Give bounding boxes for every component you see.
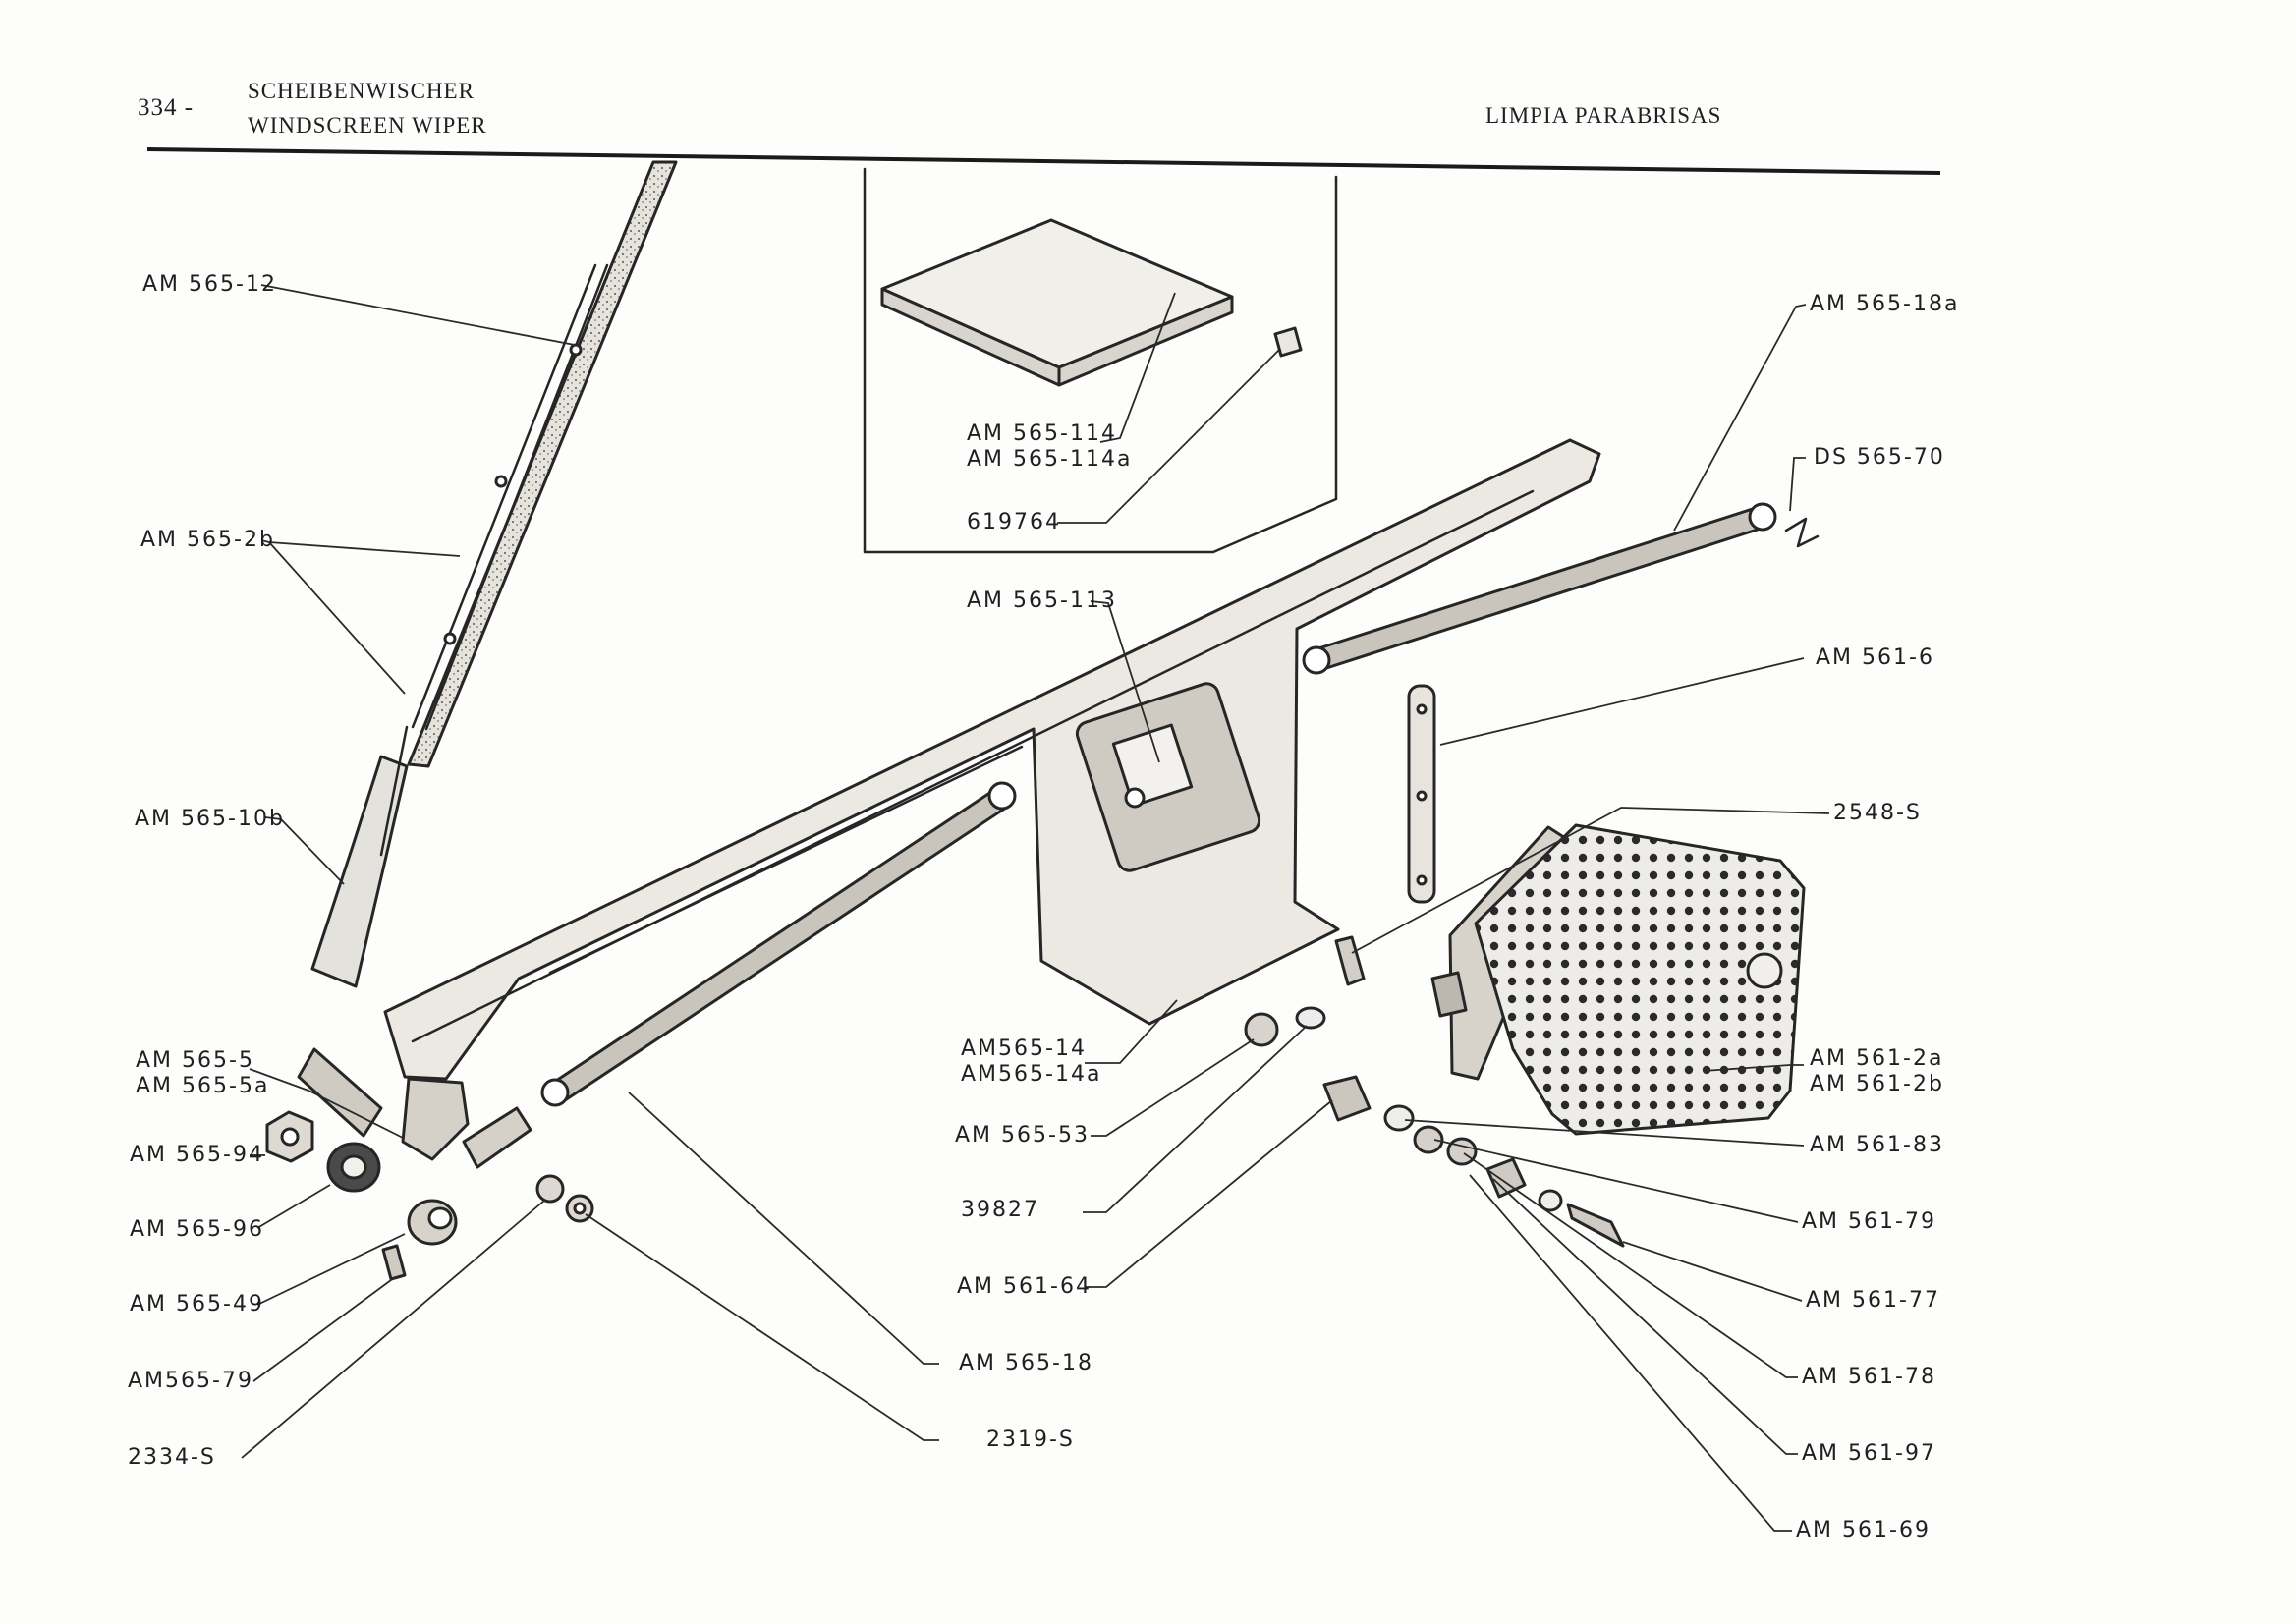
motor-strap [1407, 684, 1436, 904]
callout-am561-64: AM 561-64 [957, 1274, 1092, 1299]
bolt-am561-77 [1566, 1203, 1625, 1248]
title-german: SCHEIBENWISCHER [248, 79, 475, 103]
callout-am565-114a: AM 565-114a [967, 447, 1133, 472]
page-number: 334 - [138, 94, 195, 121]
callout-am561-69: AM 561-69 [1796, 1518, 1931, 1542]
link-rod-upper [1302, 502, 1777, 675]
callout-am565-114: AM 565-114 [967, 421, 1117, 446]
link-rod-lower [540, 781, 1017, 1107]
callout-am565-49: AM 565-49 [130, 1292, 264, 1316]
header-rule [146, 147, 1941, 175]
bush-am561-78 [1446, 1137, 1478, 1166]
washer-am561-69 [1538, 1189, 1563, 1212]
callout-am565-113: AM 565-113 [967, 588, 1117, 613]
callout-am565-5: AM 565-5 [136, 1048, 254, 1073]
screw-am565-79 [381, 1244, 407, 1281]
callout-ds565-70: DS 565-70 [1814, 445, 1945, 470]
grommet-am561-64 [1322, 1075, 1372, 1122]
spring-clip [1784, 517, 1820, 548]
callout-am565-5a: AM 565-5a [136, 1074, 270, 1098]
callout-39827: 39827 [961, 1198, 1039, 1222]
callout-am561-83: AM 561-83 [1810, 1133, 1944, 1157]
wiper-blade [407, 160, 678, 768]
bush-am561-79 [1413, 1125, 1444, 1154]
callout-am565-18: AM 565-18 [959, 1351, 1093, 1375]
title-spanish: LIMPIA PARABRISAS [1485, 103, 1722, 128]
callout-am565-53: AM 565-53 [955, 1123, 1090, 1148]
callout-am565-94: AM 565-94 [130, 1143, 264, 1167]
callout-am561-77: AM 561-77 [1806, 1288, 1940, 1313]
callout-am565-12: AM 565-12 [142, 272, 277, 297]
bolt-2548s [1334, 935, 1366, 986]
callout-am561-78: AM 561-78 [1802, 1365, 1936, 1389]
wiper-arm [310, 725, 409, 988]
callout-am565-14a: AM565-14a [961, 1062, 1102, 1087]
wiper-motor [1430, 823, 1806, 1136]
callout-am565-14: AM565-14 [961, 1036, 1087, 1061]
inset-box [863, 167, 1338, 554]
nut-2334s [535, 1174, 565, 1204]
callout-am565-79: AM565-79 [128, 1369, 253, 1393]
callout-2548-s: 2548-S [1833, 801, 1922, 825]
callout-am565-10b: AM 565-10b [135, 807, 285, 831]
washer-am561-83 [1383, 1104, 1415, 1132]
callout-am561-97: AM 561-97 [1802, 1441, 1936, 1466]
callout-am565-2b: AM 565-2b [140, 528, 275, 552]
sleeve-am561-97 [1485, 1157, 1527, 1199]
callout-619764: 619764 [967, 510, 1061, 534]
washer-39827 [1295, 1006, 1326, 1030]
callout-am565-18a: AM 565-18a [1810, 292, 1960, 316]
callout-am565-96: AM 565-96 [130, 1217, 264, 1242]
heat-shield-plate [880, 218, 1234, 387]
callout-am561-2a: AM 561-2a [1810, 1046, 1944, 1071]
callout-2319-s: 2319-S [986, 1428, 1075, 1452]
callout-am561-2b: AM 561-2b [1810, 1072, 1944, 1096]
title-english: WINDSCREEN WIPER [248, 113, 487, 138]
nut-am565-53 [1244, 1012, 1279, 1047]
callout-2334-s: 2334-S [128, 1445, 216, 1470]
wiper-spindle [297, 1047, 532, 1169]
nut-am565-94 [265, 1110, 314, 1163]
clip-619764 [1273, 326, 1303, 358]
leader-lines [241, 284, 1830, 1532]
callout-am561-6: AM 561-6 [1816, 645, 1934, 670]
callout-am561-79: AM 561-79 [1802, 1209, 1936, 1234]
mounting-frame [383, 438, 1601, 1081]
